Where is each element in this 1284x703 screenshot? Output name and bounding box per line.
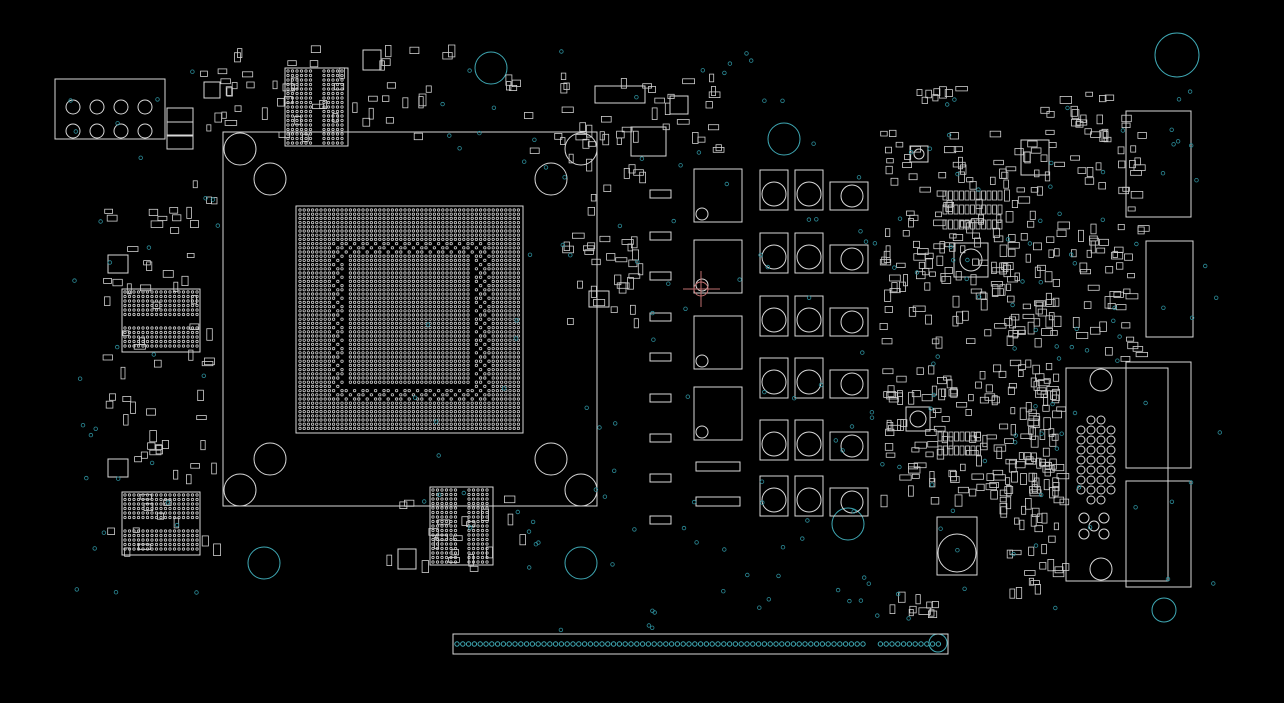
- gpu-bga-ball-array[interactable]: [295, 205, 524, 434]
- vrm-mosfets[interactable]: [759, 169, 869, 517]
- vias: [68, 49, 1222, 633]
- pcie-edge-connector[interactable]: [452, 633, 949, 655]
- crosshair-cursor-icon: [683, 271, 720, 307]
- passive-components[interactable]: [102, 44, 1150, 618]
- misc-ics[interactable]: [107, 49, 1050, 576]
- memory-chip-left-lower[interactable]: [121, 491, 201, 556]
- right-io-connectors[interactable]: [1065, 110, 1194, 588]
- left-connector[interactable]: [54, 78, 194, 150]
- memory-chip-left-upper[interactable]: [121, 288, 201, 353]
- vrm-small-pads[interactable]: [649, 189, 672, 525]
- memory-chip-top[interactable]: [284, 67, 349, 147]
- mounting-holes: [247, 32, 1200, 653]
- vrm-inductors-column-a[interactable]: [693, 168, 743, 507]
- memory-chip-bottom[interactable]: [429, 486, 494, 566]
